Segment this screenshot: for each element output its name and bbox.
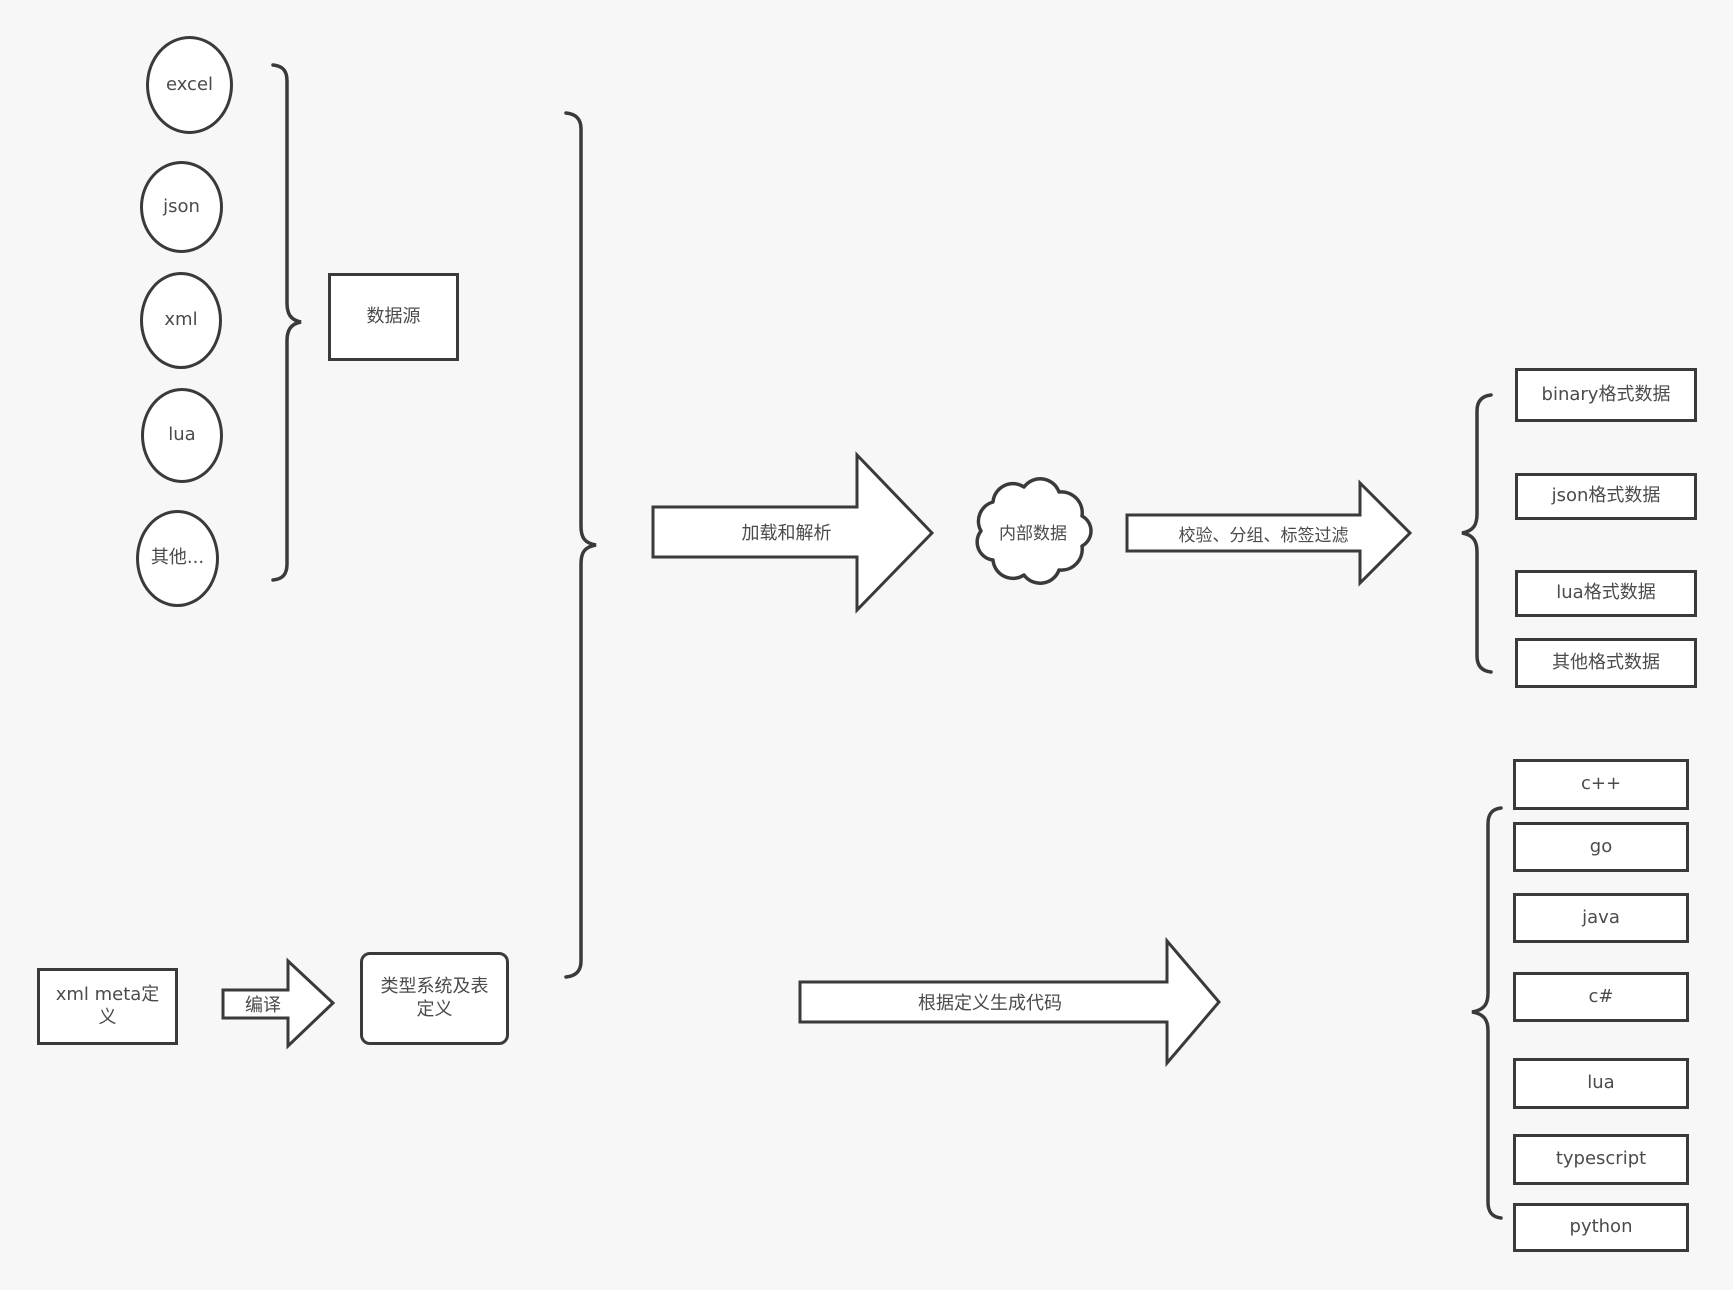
- language-box-cpp: c++: [1513, 759, 1689, 810]
- sources-brace: [271, 63, 302, 582]
- compile-arrow-label: 编译: [245, 995, 281, 1016]
- source-node-json: json: [140, 161, 223, 253]
- generate-code-arrow: [798, 936, 1221, 1068]
- filter-arrow: [1125, 479, 1413, 587]
- xml-meta-box: xml meta定义: [37, 968, 178, 1045]
- language-box-go: go: [1513, 822, 1689, 872]
- formats-brace: [1461, 393, 1493, 674]
- output-box-json: json格式数据: [1515, 473, 1697, 520]
- filter-arrow-label: 校验、分组、标签过滤: [1178, 525, 1349, 546]
- languages-brace: [1471, 806, 1503, 1220]
- source-node-other: 其他...: [136, 510, 219, 607]
- generate-code-arrow-label: 根据定义生成代码: [918, 993, 1062, 1014]
- language-box-java: java: [1513, 893, 1689, 943]
- internal-data-label: 内部数据: [999, 524, 1067, 544]
- language-box-csharp: c#: [1513, 972, 1689, 1022]
- type-system-box: 类型系统及表定义: [360, 952, 509, 1045]
- output-box-other: 其他格式数据: [1515, 638, 1697, 688]
- data-source-box: 数据源: [328, 273, 459, 361]
- source-node-xml: xml: [140, 272, 222, 369]
- source-node-excel: excel: [146, 36, 233, 134]
- language-box-typescript: typescript: [1513, 1134, 1689, 1185]
- load-parse-arrow: [651, 451, 935, 614]
- output-box-lua: lua格式数据: [1515, 570, 1697, 617]
- load-parse-arrow-label: 加载和解析: [741, 523, 832, 544]
- language-box-python: python: [1513, 1203, 1689, 1252]
- source-node-lua: lua: [141, 388, 223, 483]
- all-inputs-brace: [564, 111, 597, 979]
- language-box-lua: lua: [1513, 1058, 1689, 1109]
- internal-data-cloud: [975, 477, 1093, 585]
- output-box-binary: binary格式数据: [1515, 368, 1697, 422]
- compile-arrow: [221, 957, 336, 1050]
